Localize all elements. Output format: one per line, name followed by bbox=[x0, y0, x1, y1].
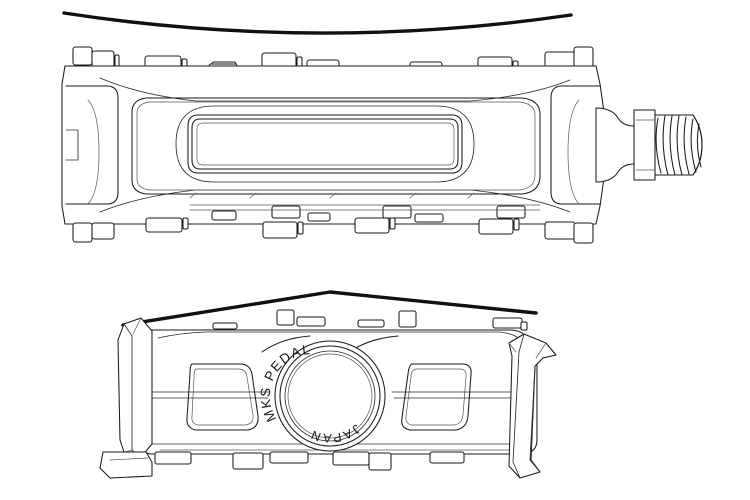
pin-stud bbox=[520, 321, 528, 331]
threaded-spindle bbox=[595, 107, 703, 183]
pin-stud bbox=[332, 451, 370, 466]
pin-stud bbox=[91, 222, 115, 240]
pin-stud bbox=[382, 205, 412, 219]
pin-stud bbox=[72, 222, 93, 243]
left-end-cage-tab bbox=[99, 317, 153, 479]
pin-stud bbox=[91, 50, 115, 68]
bottom-view-top-pin-row bbox=[212, 309, 528, 331]
lower-pin-row bbox=[72, 204, 594, 244]
pin-stud bbox=[414, 213, 444, 223]
pin-stud bbox=[114, 54, 120, 68]
pedal-body-outline bbox=[61, 65, 605, 225]
pin-stud bbox=[182, 217, 189, 230]
pin-stud bbox=[271, 205, 301, 219]
dust-cap-inner-face bbox=[284, 350, 376, 442]
spindle-thread-turns bbox=[655, 115, 702, 176]
pin-stud bbox=[211, 210, 237, 221]
dust-cap-mid-ring bbox=[279, 345, 381, 447]
pin-stud bbox=[389, 217, 396, 230]
mid-peak-guide bbox=[121, 290, 538, 327]
pin-stud bbox=[573, 222, 594, 244]
pin-stud bbox=[269, 451, 309, 464]
pin-stud bbox=[72, 46, 93, 66]
pin-stud bbox=[492, 317, 523, 329]
pin-stud bbox=[307, 212, 331, 222]
pin-stud bbox=[478, 218, 514, 235]
pin-stud bbox=[544, 221, 576, 240]
pin-stud bbox=[212, 322, 238, 330]
pin-stud bbox=[513, 218, 520, 231]
dust-cap-inner-bevel bbox=[287, 353, 373, 439]
pin-stud bbox=[232, 452, 264, 470]
right-end-cage-tab bbox=[508, 333, 557, 479]
bottom-view-bottom-pin-row bbox=[154, 451, 465, 471]
pin-stud bbox=[297, 221, 304, 235]
pin-stud bbox=[276, 309, 295, 326]
bottom-view-group: MKS PEDAL JAPAN bbox=[99, 309, 557, 479]
pin-stud bbox=[496, 205, 526, 219]
top-view-group bbox=[61, 46, 703, 244]
pin-stud bbox=[154, 451, 192, 465]
pin-stud bbox=[145, 217, 183, 233]
pin-stud bbox=[357, 319, 385, 328]
pin-stud bbox=[429, 451, 465, 464]
pin-stud bbox=[354, 217, 390, 234]
pin-stud bbox=[296, 316, 326, 327]
dust-cap-hub: MKS PEDAL JAPAN bbox=[258, 340, 386, 452]
pin-stud bbox=[262, 221, 298, 239]
top-arc-guide bbox=[62, 11, 573, 35]
pin-stud bbox=[368, 452, 392, 471]
pin-stud bbox=[398, 310, 417, 328]
pin-stud bbox=[573, 46, 594, 68]
